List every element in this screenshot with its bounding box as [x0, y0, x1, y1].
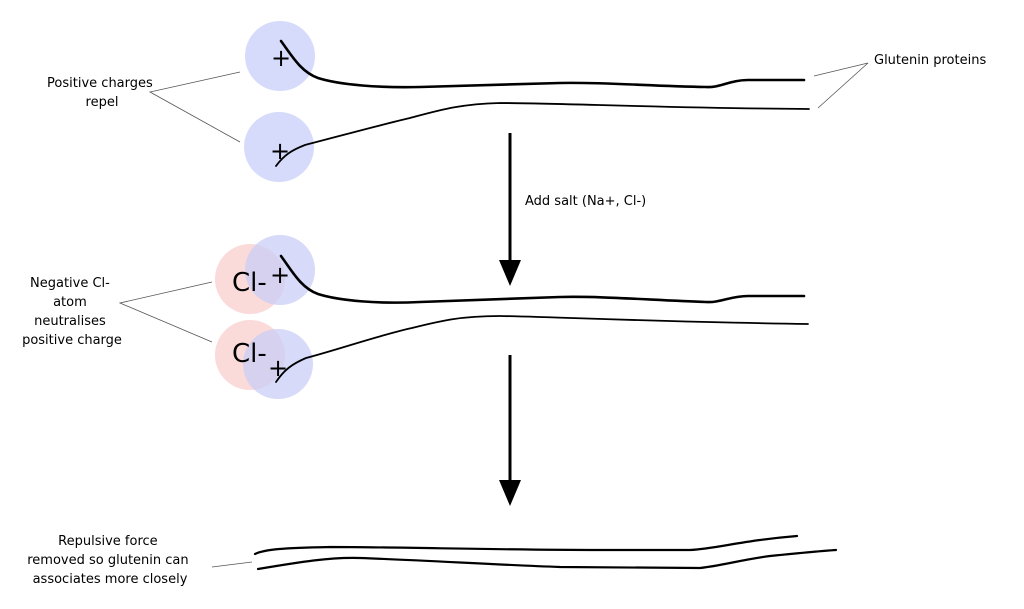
- positive-charge-circle-top-2: [245, 235, 315, 305]
- label-repulsive-force: Repulsive force removed so glutenin can …: [27, 534, 193, 587]
- positive-charge-circle-top: [245, 21, 315, 91]
- label-positive-charges: Positive charges repel: [47, 76, 157, 110]
- stage-1: + + Positive charges repel Glutenin prot…: [47, 21, 986, 182]
- positive-charge-circle-bottom-2: [243, 329, 313, 399]
- stage-3: Repulsive force removed so glutenin can …: [27, 534, 838, 587]
- glutenin-strand-bottom: [275, 102, 810, 167]
- glutenin-strand-bottom-3: [256, 548, 838, 571]
- glutenin-strand-top-2: [279, 254, 806, 304]
- leader-positive-charges: [148, 71, 241, 143]
- leader-glutenin-proteins: [813, 62, 869, 109]
- plus-symbol-bottom: +: [270, 137, 290, 165]
- label-glutenin-proteins: Glutenin proteins: [874, 53, 986, 68]
- leader-negative-cl: [118, 281, 213, 343]
- plus-symbol-top-2: +: [270, 261, 290, 289]
- positive-charge-circle-bottom: [244, 112, 314, 182]
- label-negative-cl: Negative Cl- atom neutralises positive c…: [22, 276, 122, 348]
- glutenin-strand-top-3: [253, 534, 799, 556]
- leader-repulsive-force: [211, 561, 253, 568]
- glutenin-strand-top: [279, 39, 806, 89]
- label-add-salt: Add salt (Na+, Cl-): [525, 194, 646, 209]
- plus-symbol-bottom-2: +: [268, 354, 288, 382]
- stage-2: Cl- + Cl- + Negative Cl- atom neutralise…: [22, 235, 809, 399]
- arrow-result: [499, 355, 521, 506]
- chloride-symbol-bottom: Cl-: [232, 339, 267, 369]
- plus-symbol-top: +: [271, 44, 291, 72]
- glutenin-strand-bottom-2: [275, 315, 809, 383]
- chloride-symbol-top: Cl-: [232, 268, 267, 298]
- arrow-add-salt: [499, 133, 521, 286]
